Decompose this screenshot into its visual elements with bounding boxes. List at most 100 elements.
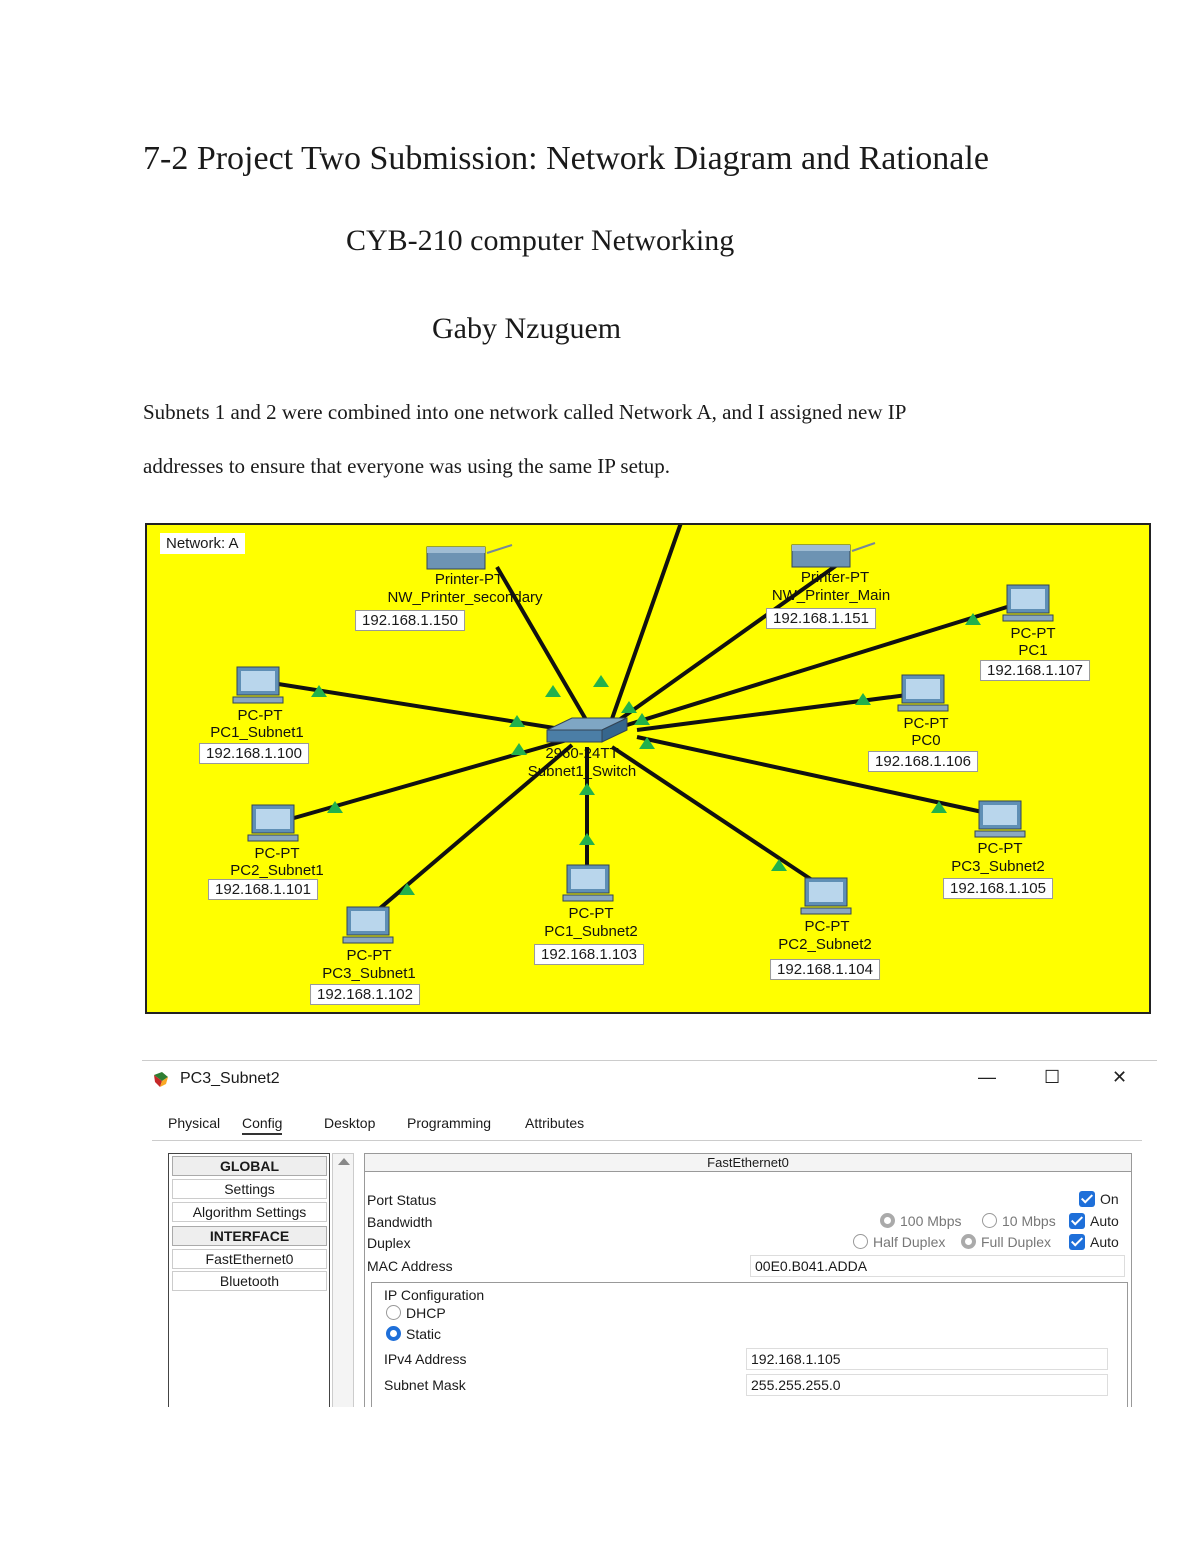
- author-name: Gaby Nzuguem: [432, 312, 622, 345]
- device-type: PC-PT: [568, 905, 614, 922]
- switch-icon[interactable]: [546, 717, 628, 743]
- port-status-on-label: On: [1100, 1191, 1119, 1207]
- device-ip: 192.168.1.150: [355, 610, 465, 631]
- switch-name: Subnet1_Switch: [527, 763, 637, 780]
- pc-icon[interactable]: [1002, 584, 1054, 622]
- sidebar-item-algorithm-settings[interactable]: Algorithm Settings: [172, 1202, 327, 1222]
- panel-header: FastEthernet0: [365, 1154, 1131, 1172]
- network-label: Network: A: [160, 533, 245, 554]
- device-ip: 192.168.1.100: [199, 743, 309, 764]
- bandwidth-100-label: 100 Mbps: [900, 1213, 962, 1229]
- static-label: Static: [406, 1326, 442, 1342]
- sidebar-item-settings[interactable]: Settings: [172, 1179, 327, 1199]
- tab-desktop[interactable]: Desktop: [324, 1115, 376, 1131]
- sidebar-scrollbar[interactable]: [332, 1153, 354, 1407]
- pc-icon[interactable]: [232, 666, 284, 704]
- bandwidth-auto-checkbox[interactable]: Auto: [1069, 1213, 1119, 1229]
- duplex-label: Duplex: [367, 1235, 411, 1251]
- paragraph-line-1: Subnets 1 and 2 were combined into one n…: [143, 400, 907, 424]
- tab-divider: [152, 1140, 1142, 1141]
- device-ip: 192.168.1.105: [943, 878, 1053, 899]
- tab-config[interactable]: Config: [242, 1115, 283, 1135]
- bandwidth-label: Bandwidth: [367, 1214, 433, 1230]
- bandwidth-auto-label: Auto: [1090, 1213, 1119, 1229]
- document-title: 7-2 Project Two Submission: Network Diag…: [143, 140, 989, 177]
- link-light: [634, 713, 650, 725]
- sidebar-item-fastethernet[interactable]: FastEthernet0: [172, 1249, 327, 1269]
- close-button[interactable]: ✕: [1112, 1067, 1128, 1087]
- bandwidth-10-radio[interactable]: 10 Mbps: [982, 1213, 1056, 1229]
- device-ip: 192.168.1.151: [766, 608, 876, 629]
- port-status-label: Port Status: [367, 1192, 437, 1208]
- link-light: [639, 737, 655, 749]
- device-name: PC0: [911, 732, 941, 749]
- device-type: Printer-PT: [800, 569, 870, 586]
- radio-empty-icon: [853, 1234, 868, 1249]
- pc-icon[interactable]: [562, 864, 614, 902]
- course-name: CYB-210 computer Networking: [346, 224, 735, 257]
- ipv4-address-field[interactable]: 192.168.1.105: [746, 1348, 1108, 1370]
- pc-icon[interactable]: [800, 877, 852, 915]
- printer-icon[interactable]: [426, 544, 513, 570]
- port-status-checkbox[interactable]: On: [1079, 1191, 1119, 1207]
- device-ip: 192.168.1.103: [534, 944, 644, 965]
- device-type: Printer-PT: [434, 571, 504, 588]
- radio-selected-icon: [961, 1234, 976, 1249]
- paragraph-line-2: addresses to ensure that everyone was us…: [143, 454, 670, 478]
- interface-panel: FastEthernet0 Port Status On Bandwidth 1…: [364, 1153, 1132, 1407]
- device-name: NW_Printer_Main: [771, 587, 891, 604]
- pc-config-window: PC3_Subnet2 — ☐ ✕ Physical Config Deskto…: [142, 1060, 1157, 1407]
- link-light: [511, 743, 527, 755]
- duplex-half-label: Half Duplex: [873, 1234, 946, 1250]
- link-light: [327, 801, 343, 813]
- checkbox-checked-icon: [1069, 1234, 1085, 1250]
- link-printer-secondary: [495, 565, 594, 732]
- tab-physical[interactable]: Physical: [168, 1115, 221, 1131]
- packet-tracer-icon: [154, 1072, 168, 1087]
- device-ip: 192.168.1.102: [310, 984, 420, 1005]
- subnet-mask-field[interactable]: 255.255.255.0: [746, 1374, 1108, 1396]
- device-type: PC-PT: [237, 707, 283, 724]
- device-type: PC-PT: [977, 840, 1023, 857]
- duplex-auto-checkbox[interactable]: Auto: [1069, 1234, 1119, 1250]
- duplex-full-radio[interactable]: Full Duplex: [961, 1234, 1051, 1250]
- switch-type: 2960-24TT: [545, 745, 619, 762]
- dhcp-radio[interactable]: DHCP: [386, 1305, 446, 1321]
- tab-programming[interactable]: Programming: [407, 1115, 492, 1131]
- duplex-half-radio[interactable]: Half Duplex: [853, 1234, 945, 1250]
- sidebar-item-bluetooth[interactable]: Bluetooth: [172, 1271, 327, 1291]
- mac-address-label: MAC Address: [367, 1258, 453, 1274]
- scroll-up-icon[interactable]: [338, 1158, 350, 1165]
- link-light: [545, 685, 561, 697]
- pc-icon[interactable]: [897, 674, 949, 712]
- bandwidth-100-radio[interactable]: 100 Mbps: [880, 1213, 961, 1229]
- sidebar-header-global: GLOBAL: [172, 1156, 327, 1176]
- pc-icon[interactable]: [247, 804, 299, 842]
- network-diagram: Network: A 2960-24TT Subnet1_Switch Prin…: [145, 523, 1151, 1014]
- device-name: PC1: [1018, 642, 1048, 659]
- link-pc3-subnet2: [636, 735, 988, 815]
- static-radio[interactable]: Static: [386, 1326, 441, 1342]
- device-ip: 192.168.1.107: [980, 660, 1090, 681]
- link-light: [931, 801, 947, 813]
- uplink-line: [605, 525, 683, 734]
- window-titlebar[interactable]: PC3_Subnet2 — ☐ ✕: [142, 1061, 1157, 1099]
- link-light: [399, 883, 415, 895]
- link-light: [579, 783, 595, 795]
- maximize-button[interactable]: ☐: [1044, 1067, 1061, 1087]
- link-light: [621, 701, 637, 713]
- link-printer-main: [610, 563, 839, 727]
- link-light: [593, 675, 609, 687]
- tab-attributes[interactable]: Attributes: [525, 1115, 585, 1131]
- printer-icon[interactable]: [791, 542, 876, 568]
- device-name: NW_Printer_secondary: [387, 589, 543, 606]
- radio-empty-icon: [386, 1305, 401, 1320]
- device-name: PC2_Subnet2: [778, 936, 872, 953]
- link-light: [579, 833, 595, 845]
- bandwidth-10-label: 10 Mbps: [1002, 1213, 1056, 1229]
- pc-icon[interactable]: [974, 800, 1026, 838]
- mac-address-field[interactable]: 00E0.B041.ADDA: [750, 1255, 1125, 1277]
- pc-icon[interactable]: [342, 906, 394, 944]
- device-ip: 192.168.1.104: [770, 959, 880, 980]
- minimize-button[interactable]: —: [978, 1067, 996, 1087]
